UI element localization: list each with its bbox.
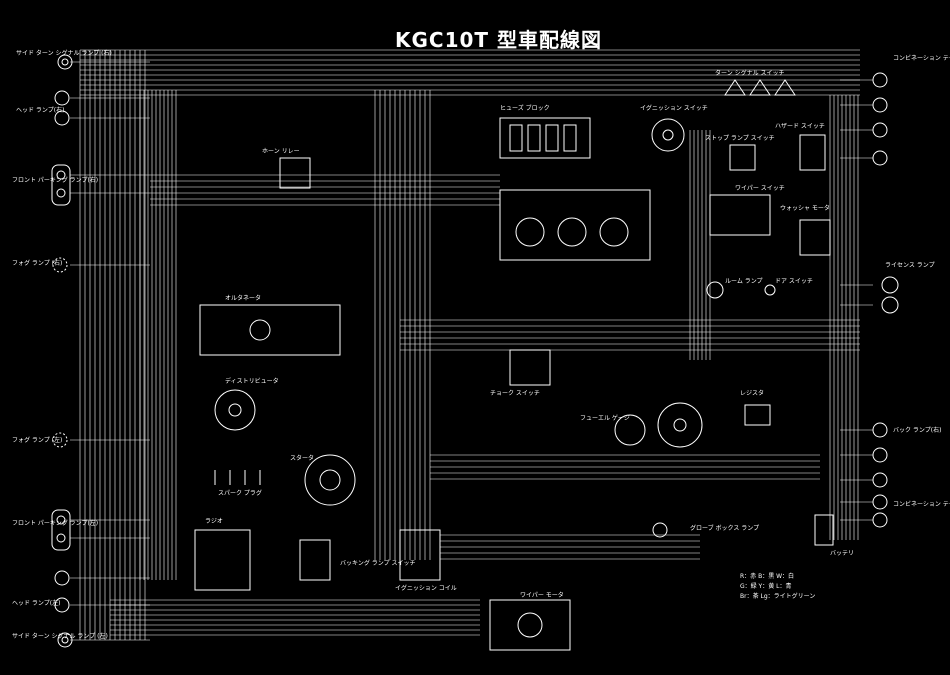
hazard-switch: ハザード スイッチ xyxy=(775,123,826,171)
choke-switch: チョーク スイッチ xyxy=(490,349,551,397)
label-left-0: サイド ターン シグナル ランプ (右) xyxy=(16,49,112,57)
legend-line-2: Br：茶 Lg：ライトグリーン xyxy=(740,592,815,600)
spark-plugs: スパーク プラグ xyxy=(214,470,262,497)
label-left-1: ヘッド ランプ(右) xyxy=(16,106,64,114)
label-right-1: ライセンス ランプ xyxy=(885,262,935,269)
ignition-coil: イグニッション コイル xyxy=(395,529,457,592)
ignition-switch: イグニッション スイッチ xyxy=(640,104,708,152)
horn-relay: ホーン リレー xyxy=(262,148,311,189)
backing-lamp-switch: バッキング ランプ スイッチ xyxy=(299,539,415,581)
comp-label-22: ラジオ xyxy=(205,518,223,525)
comp-label-10: イグニッション コイル xyxy=(395,584,457,592)
license-lamp: ライセンス ランプ xyxy=(881,262,935,314)
wiper-switch: ワイパー スイッチ xyxy=(709,185,785,236)
comp-label-4: ワイパー モータ xyxy=(520,591,564,599)
fuel-gauge xyxy=(614,414,646,446)
label-left-3: フォグ ランプ (右) xyxy=(12,259,62,267)
comp-label-13: ストップ ランプ スイッチ xyxy=(705,135,775,142)
label-left-2: フロント パーキング ランプ(右) xyxy=(12,176,98,184)
door-switch: ドア スイッチ xyxy=(764,278,813,296)
comp-label-15: ルーム ランプ xyxy=(725,278,763,285)
front-parking-lamp-left: フロント パーキング ランプ(左) xyxy=(12,509,98,551)
comp-label-18: バッキング ランプ スイッチ xyxy=(340,559,415,567)
combination-tail-lamp-left: コンビネーション テール ランプ(左) xyxy=(872,494,950,528)
comp-label-20: グローブ ボックス ランプ xyxy=(690,524,759,532)
wiper-motor: ワイパー モータ xyxy=(489,591,571,651)
headlamp-left: ヘッド ランプ(左) xyxy=(12,570,70,613)
diagram-title: KGC10T 型車配線図 xyxy=(395,28,603,52)
room-lamp: ルーム ランプ xyxy=(706,278,763,299)
comp-label-19: チョーク スイッチ xyxy=(490,390,540,397)
label-right-2: バック ランプ(右) xyxy=(893,426,941,434)
tachometer xyxy=(657,402,703,448)
label-left-5: フロント パーキング ランプ(左) xyxy=(12,519,98,527)
fog-lamp-left: フォグ ランプ (左) xyxy=(12,432,68,448)
alternator: オルタネータ xyxy=(199,294,341,356)
label-right-0: コンビネーション テール ランプ(右) xyxy=(893,54,950,62)
label-left-6: ヘッド ランプ(左) xyxy=(12,599,60,607)
fog-lamp-right: フォグ ランプ (右) xyxy=(12,257,68,273)
legend-line-1: G：緑 Y：黄 L：青 xyxy=(740,582,791,590)
radio: ラジオ xyxy=(194,518,251,591)
comp-label-21: レジスタ xyxy=(740,389,764,397)
label-right-3: コンビネーション テール ランプ(左) xyxy=(893,500,950,508)
comp-label-14: ハザード スイッチ xyxy=(775,123,825,130)
color-legend: R：赤 B：黒 W：白 G：緑 Y：黄 L：青 Br：茶 Lg：ライトグリーン xyxy=(740,572,815,600)
front-parking-lamp-right: フロント パーキング ランプ(右) xyxy=(12,164,98,206)
comp-label-1: イグニッション スイッチ xyxy=(640,104,708,112)
comp-label-7: オルタネータ xyxy=(225,294,261,302)
comp-label-17: ウォッシャ モータ xyxy=(780,204,830,212)
combination-tail-lamp-right: コンビネーション テール ランプ(右) xyxy=(872,54,950,166)
headlamp-right: ヘッド ランプ(右) xyxy=(16,90,70,126)
fuse-block: ヒューズ ブロック xyxy=(499,104,591,159)
comp-label-6: スタータ xyxy=(290,454,314,462)
comp-label-3: ワイパー スイッチ xyxy=(735,185,785,192)
left-lamps: サイド ターン シグナル ランプ (右) ヘッド ランプ(右) フロント パーキ… xyxy=(12,49,112,648)
comp-label-2: ターン シグナル スイッチ xyxy=(715,69,785,77)
side-turn-signal-lamp-left: サイド ターン シグナル ランプ (左) xyxy=(12,632,108,648)
wiring-harness xyxy=(70,49,873,641)
back-lamp-right: バック ランプ(右) xyxy=(872,422,941,488)
battery: バッテリ xyxy=(814,514,854,557)
distributor: ディストリビュータ xyxy=(214,377,279,431)
comp-label-0: ヒューズ ブロック xyxy=(500,104,550,112)
comp-label-9: スパーク プラグ xyxy=(218,489,262,497)
comp-label-12: フューエル ゲージ xyxy=(580,414,630,422)
components: ヒューズ ブロック イグニッション スイッチ ターン シグナル スイッチ ワイパ… xyxy=(194,69,854,651)
meter-cluster: フューエル ゲージ xyxy=(499,189,651,422)
stop-lamp-switch: ストップ ランプ スイッチ xyxy=(705,135,775,171)
comp-label-8: ディストリビュータ xyxy=(225,377,279,385)
comp-label-5: ホーン リレー xyxy=(262,148,300,155)
side-turn-signal-lamp-right: サイド ターン シグナル ランプ (右) xyxy=(16,49,112,70)
label-left-4: フォグ ランプ (左) xyxy=(12,436,62,444)
resistor: レジスタ xyxy=(740,389,771,426)
right-lamps: コンビネーション テール ランプ(右) ライセンス ランプ バック ランプ(右)… xyxy=(872,54,950,528)
label-left-7: サイド ターン シグナル ランプ (左) xyxy=(12,632,108,640)
washer-motor: ウォッシャ モータ xyxy=(780,204,831,256)
starter: スタータ xyxy=(290,454,356,506)
legend-line-0: R：赤 B：黒 W：白 xyxy=(740,572,794,580)
turn-signal-switch: ターン シグナル スイッチ xyxy=(715,69,796,96)
comp-label-11: バッテリ xyxy=(830,550,854,557)
glove-box-lamp: グローブ ボックス ランプ xyxy=(652,522,759,538)
comp-label-16: ドア スイッチ xyxy=(775,278,813,285)
